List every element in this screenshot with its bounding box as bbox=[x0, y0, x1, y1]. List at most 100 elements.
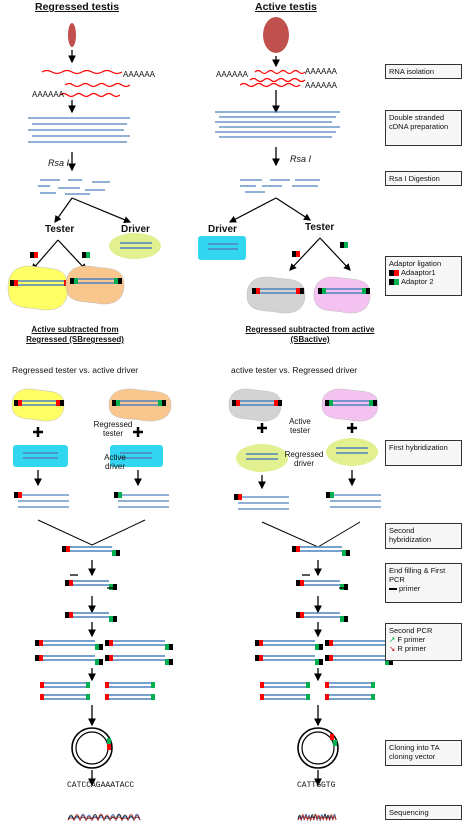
final-adaptor bbox=[371, 694, 375, 700]
final-adaptor bbox=[151, 682, 155, 688]
adaptor-black bbox=[292, 546, 296, 552]
adaptor-black bbox=[325, 640, 329, 646]
adaptor-black bbox=[389, 659, 393, 665]
plus-sign bbox=[33, 427, 43, 437]
legend-r-primer: ↘ R primer bbox=[389, 644, 427, 653]
adaptor-block bbox=[114, 492, 118, 498]
adaptor-block bbox=[330, 492, 334, 498]
hyb-driver-active-1 bbox=[13, 445, 68, 467]
adaptor-black bbox=[35, 655, 39, 661]
adaptor-color bbox=[116, 400, 120, 406]
branch-arrow bbox=[57, 239, 87, 271]
adaptor-black bbox=[162, 400, 166, 406]
legend-f-primer-label: F primer bbox=[397, 635, 426, 644]
rsa-label-left: Rsa I bbox=[48, 158, 70, 168]
tester-label-left: Tester bbox=[45, 224, 75, 235]
legend-r-primer-label: R primer bbox=[397, 644, 427, 653]
step-second-pcr: Second PCR ↗ F primer ↘ R primer bbox=[385, 623, 462, 661]
adaptor-color bbox=[329, 640, 333, 646]
adaptor-block bbox=[326, 492, 330, 498]
adaptor-black bbox=[296, 612, 300, 618]
adaptor-color bbox=[259, 640, 263, 646]
plasmid-insert bbox=[330, 734, 334, 740]
adaptor-color bbox=[259, 655, 263, 661]
adaptor-color bbox=[236, 400, 240, 406]
step-rsa-digestion: Rsa I Digestion bbox=[385, 171, 462, 186]
adaptor-color bbox=[369, 400, 373, 406]
adaptor-color bbox=[95, 644, 99, 650]
step-sequencing: Sequencing bbox=[385, 805, 462, 820]
tester-blob-regressed-a1 bbox=[7, 265, 69, 311]
adaptor-black bbox=[300, 288, 304, 294]
adaptor-color bbox=[56, 400, 60, 406]
branch-arrow bbox=[228, 197, 277, 223]
final-adaptor bbox=[325, 682, 329, 688]
adaptor-color bbox=[112, 550, 116, 556]
plasmid-insert bbox=[107, 738, 111, 744]
adaptor-color bbox=[158, 400, 162, 406]
final-adaptor bbox=[40, 682, 44, 688]
final-adaptor bbox=[105, 682, 109, 688]
step-adaptor-ligation: Adaptor ligation Adaaptor1 Adaptor 2 bbox=[385, 256, 462, 296]
adaptor-color bbox=[329, 400, 333, 406]
legend-adaptor1: Adaaptor1 bbox=[389, 268, 458, 277]
adaptor-black bbox=[112, 400, 116, 406]
adaptor-color bbox=[296, 288, 300, 294]
adaptor-black bbox=[99, 659, 103, 665]
adaptor-color bbox=[315, 659, 319, 665]
subtitle-sbregressed: Active subtracted from Regressed (SBregr… bbox=[26, 325, 124, 344]
mrna-strand bbox=[64, 82, 131, 88]
adaptor-black bbox=[169, 659, 173, 665]
comparison-right: active tester vs. Regressed driver bbox=[231, 365, 358, 375]
final-adaptor bbox=[86, 694, 90, 700]
chromatogram-trace bbox=[67, 813, 141, 822]
hyb-driver-regressed-1 bbox=[236, 444, 288, 472]
adaptor-black bbox=[373, 400, 377, 406]
adaptor-color bbox=[165, 644, 169, 650]
adaptor-black bbox=[255, 655, 259, 661]
mrna-strand bbox=[59, 92, 121, 98]
active-testis-icon bbox=[263, 17, 289, 53]
end-filling-title: End filling & First PCR bbox=[389, 566, 446, 584]
driver-label-right: Driver bbox=[208, 224, 237, 235]
adaptor-color bbox=[296, 251, 300, 257]
title-active-testis: Active testis bbox=[255, 1, 317, 13]
plasmid-right bbox=[297, 727, 339, 769]
regressed-testis-icon bbox=[68, 23, 76, 47]
final-adaptor bbox=[40, 694, 44, 700]
adaptor-black bbox=[344, 616, 348, 622]
step-second-hybridization: Second hybridization bbox=[385, 523, 462, 549]
adaptor-black bbox=[318, 288, 322, 294]
final-adaptor bbox=[260, 694, 264, 700]
adaptor-color bbox=[69, 612, 73, 618]
legend-primer: primer bbox=[389, 584, 458, 593]
second-pcr-title: Second PCR bbox=[389, 626, 433, 635]
legend-adaptor2: Adaptor 2 bbox=[389, 277, 458, 286]
adaptor-black bbox=[113, 616, 117, 622]
adaptor-color bbox=[39, 655, 43, 661]
final-adaptor bbox=[105, 694, 109, 700]
polya-label: AAAAAA bbox=[216, 70, 249, 79]
adaptor-black bbox=[65, 580, 69, 586]
title-regressed-testis: Regressed testis bbox=[35, 1, 120, 13]
rsa-label-right: Rsa I bbox=[290, 154, 312, 164]
adaptor-black bbox=[30, 252, 34, 258]
adaptor-black bbox=[35, 640, 39, 646]
adaptor-black bbox=[99, 644, 103, 650]
converge-lines bbox=[261, 521, 361, 548]
adaptor-black bbox=[62, 546, 66, 552]
sequence-right: CATTGGTG bbox=[297, 781, 336, 790]
label-active-driver: Active driver bbox=[104, 453, 126, 471]
adaptor-black bbox=[319, 659, 323, 665]
adaptor-black bbox=[296, 580, 300, 586]
legend-primer-label: primer bbox=[399, 584, 421, 593]
plasmid-right-inner bbox=[301, 731, 335, 765]
tester-blob-active-a2 bbox=[313, 276, 371, 314]
final-adaptor bbox=[325, 694, 329, 700]
adaptor-black bbox=[60, 400, 64, 406]
adaptor-color bbox=[342, 550, 346, 556]
branch-arrow bbox=[275, 197, 312, 221]
legend-adaptor2-label: Adaptor 2 bbox=[401, 277, 434, 286]
adaptor-color bbox=[385, 659, 389, 665]
